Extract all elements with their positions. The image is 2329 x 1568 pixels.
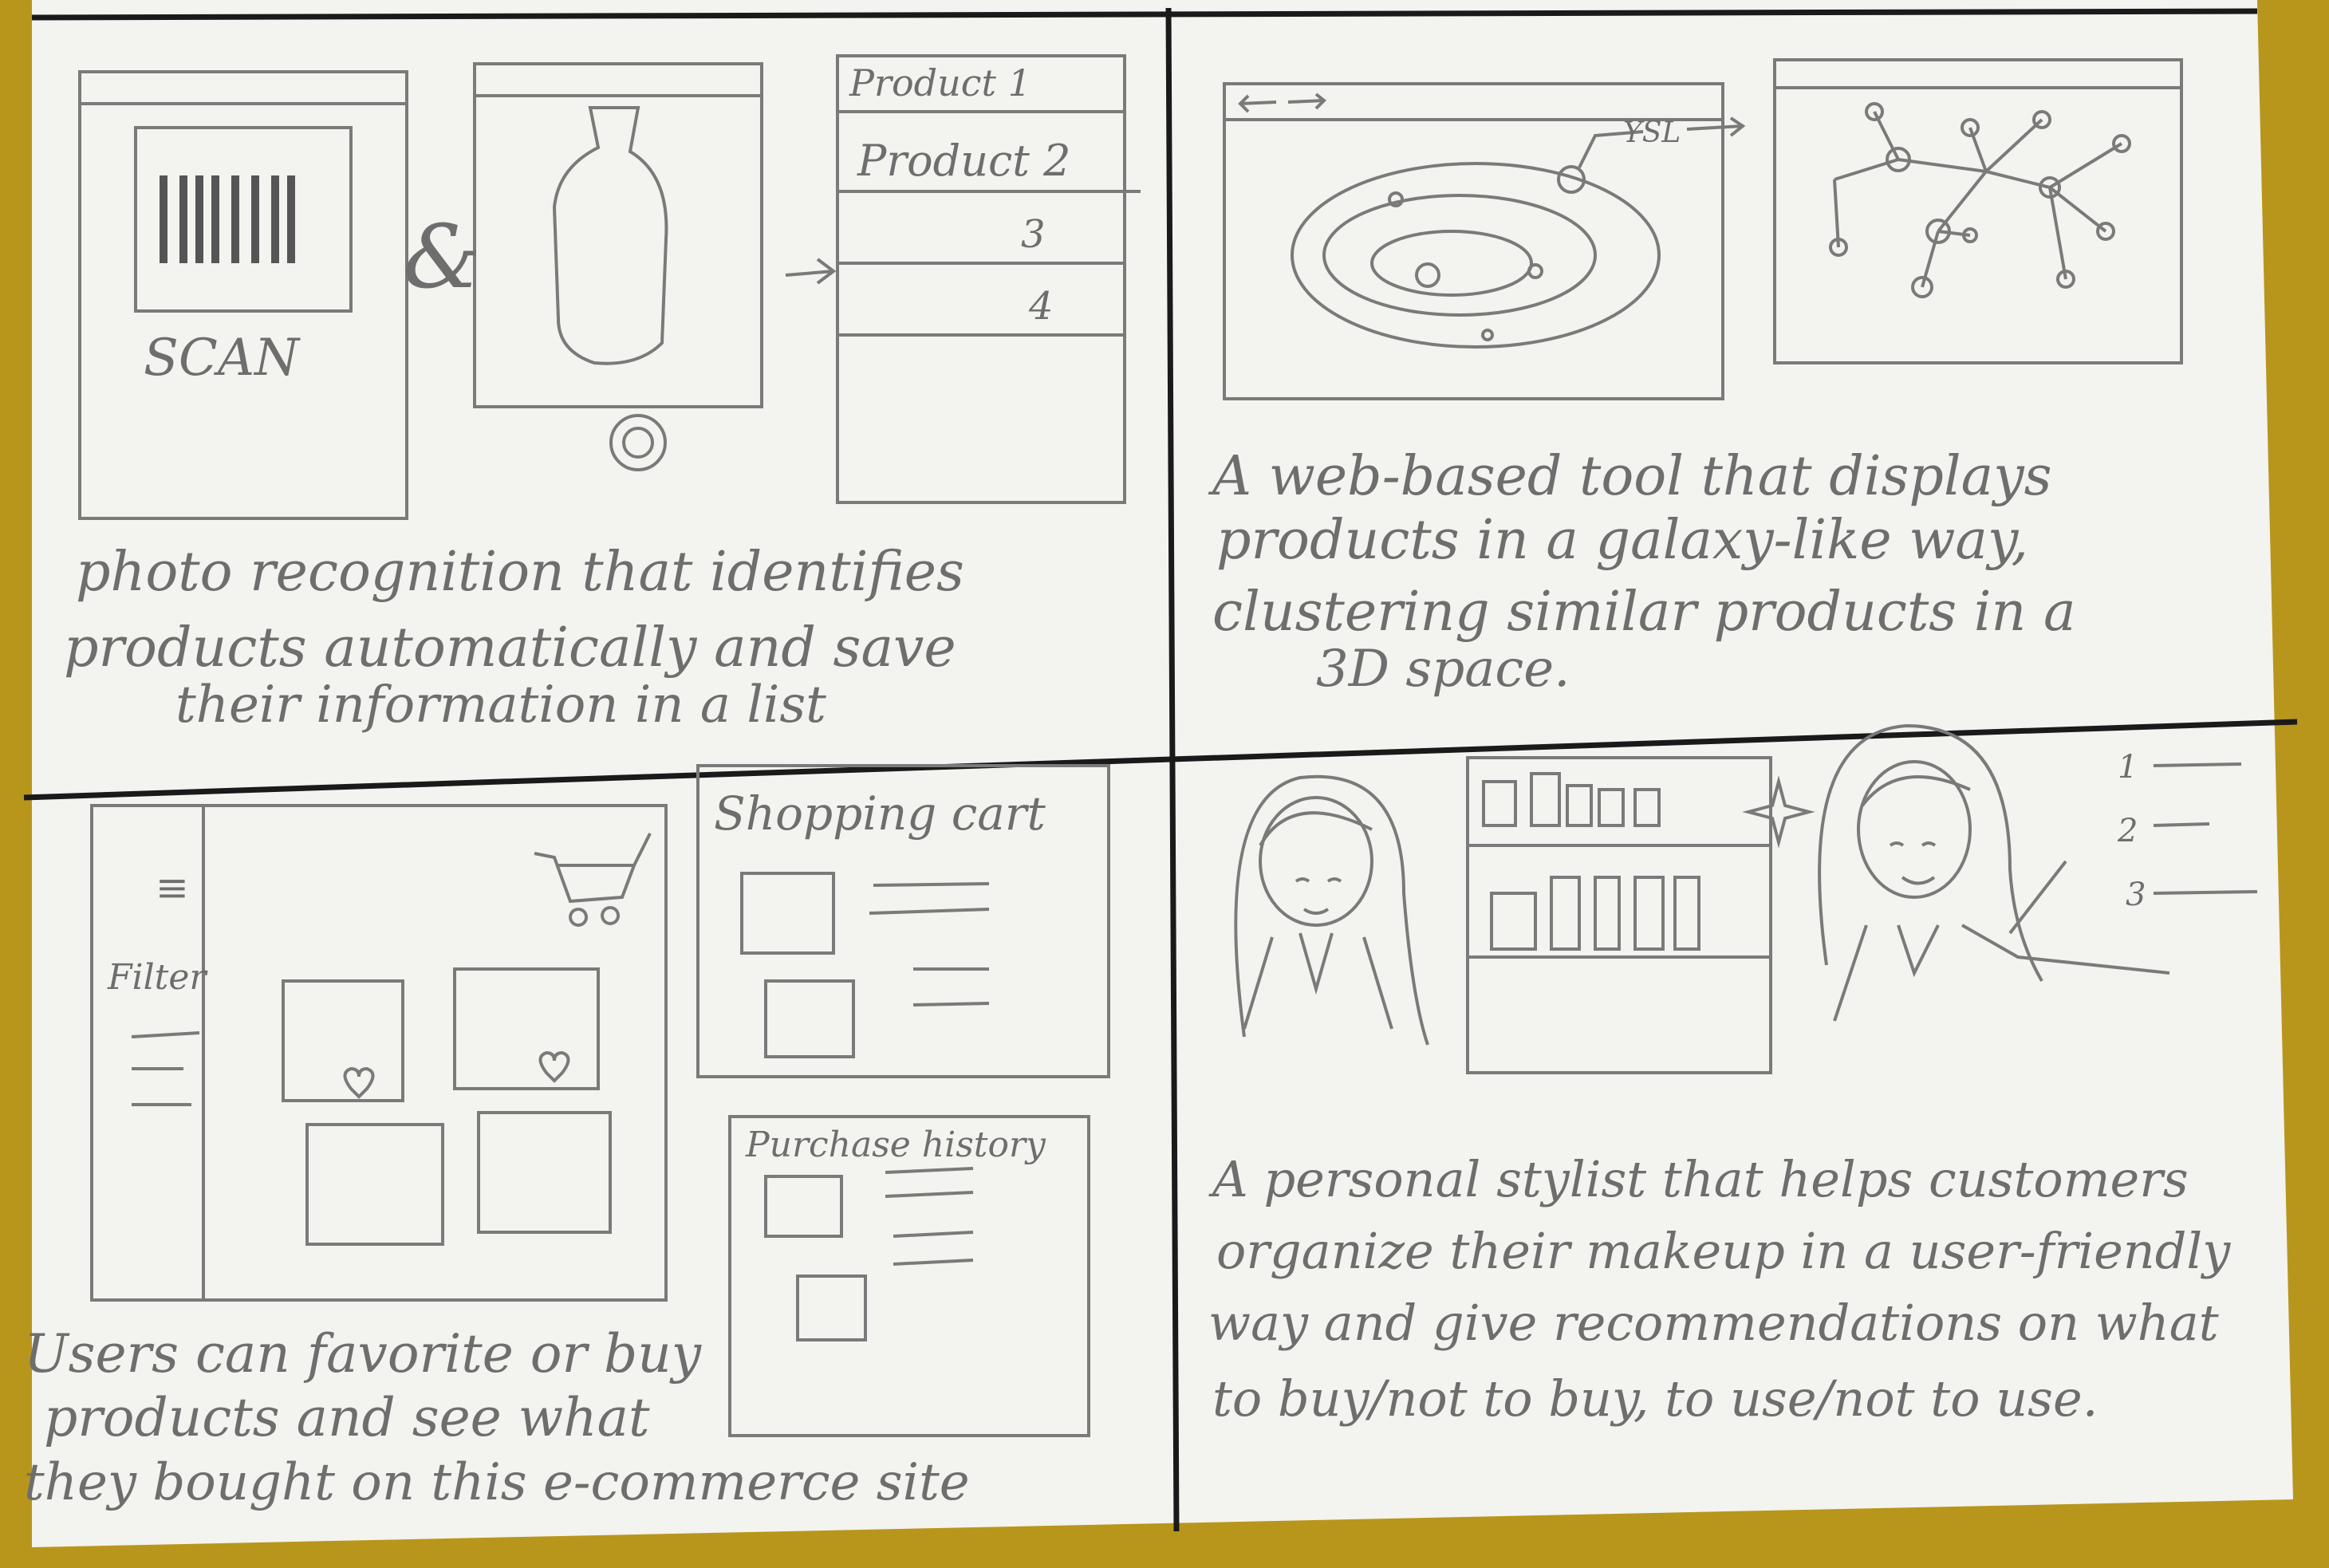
shutter-button bbox=[609, 414, 667, 471]
horizontal-divider bbox=[23, 719, 2298, 801]
barcode-icon bbox=[160, 175, 295, 263]
top-border bbox=[31, 8, 2258, 21]
shopping-cart-screen bbox=[696, 764, 1110, 1078]
bottle-icon bbox=[552, 106, 668, 365]
product-list-screen bbox=[836, 54, 1126, 504]
scan-label: SCAN bbox=[144, 329, 301, 388]
galaxy-orbit-inner bbox=[1370, 230, 1533, 297]
svg-text:organize their makeup in a use: organize their makeup in a user-friendly bbox=[1216, 1222, 2231, 1280]
product-card-4 bbox=[477, 1111, 612, 1234]
vertical-divider bbox=[1165, 7, 1180, 1532]
product-node bbox=[1415, 262, 1440, 288]
heart-icon bbox=[343, 1066, 375, 1099]
svg-text:3D space.: 3D space. bbox=[1316, 640, 1570, 699]
svg-text:products in a galaxy-like way,: products in a galaxy-like way, bbox=[1216, 509, 2028, 572]
shopping-cart-icon bbox=[534, 833, 652, 927]
svg-text:their information in a list: their information in a list bbox=[175, 676, 826, 735]
shop-window bbox=[90, 804, 668, 1302]
galaxy-orbit-outer bbox=[1291, 162, 1661, 349]
list-number-2: 2 bbox=[2117, 813, 2138, 849]
caption-photo-recognition: photo recognition that identifies produc… bbox=[64, 541, 964, 735]
panel-personal-stylist bbox=[1234, 723, 2258, 1074]
svg-text:A personal stylist that helps: A personal stylist that helps customers bbox=[1208, 1150, 2189, 1208]
ampersand: & bbox=[403, 206, 481, 308]
list-item-2: Product 2 bbox=[857, 136, 1070, 186]
barcode-frame bbox=[134, 126, 353, 313]
sparkle-icon bbox=[1742, 775, 1815, 849]
cart-title: Shopping cart bbox=[714, 786, 1046, 841]
caption-ecommerce: Users can favorite or buy products and s… bbox=[24, 1323, 970, 1512]
history-title: Purchase history bbox=[745, 1125, 1046, 1165]
svg-text:they bought on this e-commerce: they bought on this e-commerce site bbox=[24, 1453, 970, 1512]
svg-text:products automatically and sav: products automatically and save bbox=[64, 617, 956, 680]
svg-text:photo recognition that identif: photo recognition that identifies bbox=[76, 541, 964, 604]
product-card-3 bbox=[305, 1123, 444, 1246]
galaxy-window bbox=[1223, 82, 1724, 400]
panel-photo-recognition bbox=[78, 54, 1141, 520]
caption-personal-stylist: A personal stylist that helps customers … bbox=[1208, 1150, 2231, 1428]
makeup-shelf bbox=[1466, 756, 1772, 1074]
arrow-icon bbox=[785, 258, 837, 285]
menu-icon: ≡ bbox=[156, 865, 189, 911]
svg-text:way and give recommendations o: way and give recommendations on what bbox=[1208, 1294, 2219, 1352]
svg-text:Users can favorite or buy: Users can favorite or buy bbox=[24, 1323, 702, 1385]
svg-text:to buy/not to buy, to use/not: to buy/not to buy, to use/not to use. bbox=[1212, 1369, 2098, 1428]
caption-galaxy-tool: A web-based tool that displays products … bbox=[1208, 445, 2076, 699]
list-item-4: 4 bbox=[1028, 284, 1054, 329]
list-number-3: 3 bbox=[2126, 877, 2146, 913]
customer-figure bbox=[1234, 774, 1429, 1046]
list-item-1: Product 1 bbox=[849, 61, 1031, 104]
svg-text:products and see what: products and see what bbox=[44, 1387, 650, 1448]
scan-phone bbox=[78, 70, 408, 520]
paper-sheet bbox=[32, 0, 2293, 1547]
list-number-1: 1 bbox=[2118, 749, 2138, 786]
stylist-figure bbox=[1818, 723, 2170, 1022]
network-window bbox=[1773, 58, 2183, 364]
camera-phone bbox=[473, 62, 763, 408]
svg-text:clustering similar products in: clustering similar products in a bbox=[1212, 581, 2076, 644]
arrow-icon-2 bbox=[1686, 116, 1746, 137]
panel-galaxy-tool bbox=[1223, 58, 2183, 400]
filter-label: Filter bbox=[107, 957, 208, 998]
product-card-2 bbox=[453, 967, 600, 1090]
brand-label: YSL bbox=[1623, 116, 1681, 149]
svg-text:A web-based tool that displays: A web-based tool that displays bbox=[1208, 445, 2052, 508]
galaxy-orbit-middle bbox=[1322, 194, 1597, 317]
panel-ecommerce bbox=[90, 764, 1110, 1437]
heart-icon-2 bbox=[538, 1050, 570, 1083]
list-item-3: 3 bbox=[1021, 212, 1046, 257]
node-graph-icon bbox=[1829, 102, 2131, 298]
nav-arrows-icon bbox=[1238, 93, 1326, 113]
product-card-1 bbox=[282, 979, 404, 1102]
purchase-history-screen bbox=[728, 1115, 1090, 1437]
